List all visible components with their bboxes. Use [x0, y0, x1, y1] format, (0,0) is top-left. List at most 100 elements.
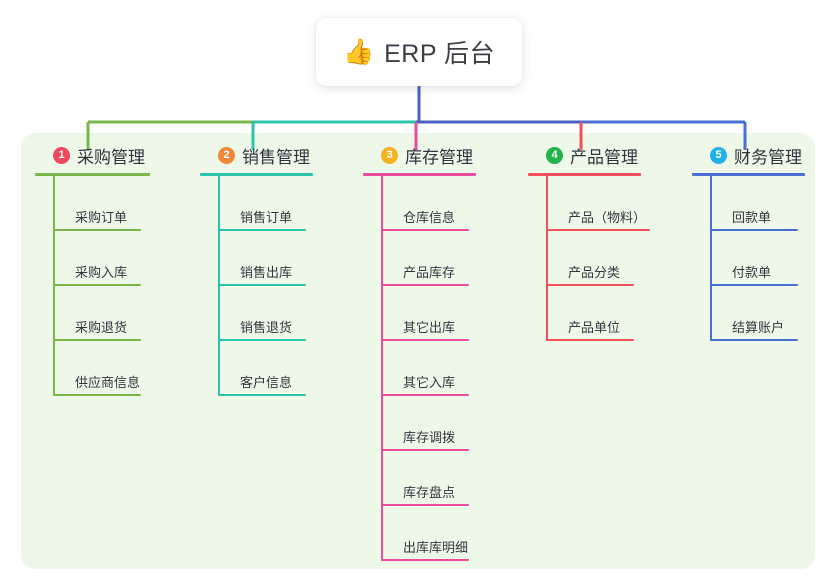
branch-item-label: 销售退货: [240, 320, 293, 335]
branch-item-rule: [546, 339, 634, 341]
branch-item-label: 客户信息: [240, 375, 293, 390]
branch-item-label: 采购入库: [75, 265, 128, 280]
branch-item[interactable]: 其它出库: [381, 286, 476, 341]
branch-spine: [218, 176, 220, 396]
branch-item-list: 产品（物料） 产品分类产品单位: [546, 176, 650, 341]
branch-item-rule: [381, 339, 469, 341]
branch-number-badge: 4: [546, 146, 563, 164]
branch-number-badge: 3: [381, 146, 398, 164]
branch-item-label: 出库库明细: [403, 540, 469, 555]
branch-column-2: 2 销售管理销售订单销售出库销售退货客户信息: [200, 143, 313, 396]
branch-item[interactable]: 库存调拨: [381, 396, 476, 451]
branch-item-rule: [218, 339, 306, 341]
branch-item[interactable]: 销售退货: [218, 286, 313, 341]
branch-header-1[interactable]: 1 采购管理: [35, 143, 150, 167]
branch-item-label: 付款单: [732, 265, 772, 280]
branch-spine: [381, 176, 383, 561]
branch-item[interactable]: 销售订单: [218, 176, 313, 231]
branch-item-rule: [710, 339, 798, 341]
branch-item-rule: [218, 284, 306, 286]
branch-item[interactable]: 结算账户: [710, 286, 805, 341]
branch-spine: [546, 176, 548, 341]
branch-item-rule: [381, 394, 469, 396]
branch-item-list: 仓库信息产品库存其它出库其它入库库存调拨库存盘点出库库明细: [381, 176, 476, 561]
branch-item-label: 其它入库: [403, 375, 456, 390]
branch-item-label: 仓库信息: [403, 210, 456, 225]
branch-header-rule: [692, 173, 805, 176]
branch-item-label: 库存盘点: [403, 485, 456, 500]
branch-item[interactable]: 采购订单: [53, 176, 150, 231]
branch-item[interactable]: 采购入库: [53, 231, 150, 286]
branch-header-3[interactable]: 3 库存管理: [363, 143, 476, 167]
branch-item[interactable]: 产品库存: [381, 231, 476, 286]
branch-item-label: 其它出库: [403, 320, 456, 335]
branch-item-rule: [710, 284, 798, 286]
branch-item-rule: [381, 504, 469, 506]
branch-item-rule: [53, 339, 141, 341]
branch-title: 采购管理: [77, 147, 145, 167]
branch-item-label: 销售订单: [240, 210, 293, 225]
branch-item-label: 采购退货: [75, 320, 128, 335]
branch-item-rule: [546, 229, 650, 231]
branch-number-badge: 2: [218, 146, 235, 164]
branch-item[interactable]: 采购退货: [53, 286, 150, 341]
branch-column-4: 4 产品管理产品（物料） 产品分类产品单位: [528, 143, 650, 341]
thumbs-up-icon: 👍: [342, 37, 375, 66]
branch-item-list: 回款单付款单结算账户: [710, 176, 805, 341]
root-node[interactable]: 👍 ERP 后台: [316, 18, 522, 86]
branch-item[interactable]: 库存盘点: [381, 451, 476, 506]
branch-title: 库存管理: [405, 147, 473, 167]
branch-item-label: 产品（物料）: [568, 210, 647, 225]
branch-item-label: 采购订单: [75, 210, 128, 225]
branch-number-badge: 1: [53, 146, 70, 164]
branch-spine: [53, 176, 55, 396]
branch-item-label: 结算账户: [732, 320, 785, 335]
branch-item-rule: [546, 284, 634, 286]
diagram-panel: [21, 133, 815, 569]
branch-item-list: 采购订单采购入库采购退货供应商信息: [53, 176, 150, 396]
branch-item[interactable]: 产品（物料）: [546, 176, 650, 231]
branch-item-rule: [218, 394, 306, 396]
branch-header-4[interactable]: 4 产品管理: [528, 143, 646, 167]
branch-item-rule: [381, 449, 469, 451]
branch-title: 财务管理: [734, 147, 802, 167]
branch-item-rule: [381, 559, 469, 561]
branch-item-label: 回款单: [732, 210, 772, 225]
branch-item[interactable]: 销售出库: [218, 231, 313, 286]
branch-item-list: 销售订单销售出库销售退货客户信息: [218, 176, 313, 396]
branch-item[interactable]: 仓库信息: [381, 176, 476, 231]
branch-item-rule: [381, 229, 469, 231]
branch-title: 产品管理: [570, 147, 638, 167]
branch-column-3: 3 库存管理仓库信息产品库存其它出库其它入库库存调拨库存盘点出库库明细: [363, 143, 476, 561]
branch-item-rule: [53, 229, 141, 231]
branch-item-label: 产品分类: [568, 265, 621, 280]
branch-item[interactable]: 其它入库: [381, 341, 476, 396]
branch-header-rule: [35, 173, 150, 176]
branch-item-rule: [381, 284, 469, 286]
branch-item-rule: [710, 229, 798, 231]
branch-header-2[interactable]: 2 销售管理: [200, 143, 313, 167]
branch-column-1: 1 采购管理采购订单采购入库采购退货供应商信息: [35, 143, 150, 396]
branch-header-rule: [363, 173, 476, 176]
branch-header-5[interactable]: 5 财务管理: [692, 143, 805, 167]
branch-item[interactable]: 供应商信息: [53, 341, 150, 396]
branch-number-badge: 5: [710, 146, 727, 164]
branch-item-label: 库存调拨: [403, 430, 456, 445]
branch-item[interactable]: 出库库明细: [381, 506, 476, 561]
branch-item[interactable]: 付款单: [710, 231, 805, 286]
branch-item[interactable]: 客户信息: [218, 341, 313, 396]
branch-item-rule: [53, 284, 141, 286]
branch-column-5: 5 财务管理回款单付款单结算账户: [692, 143, 805, 341]
branch-item[interactable]: 产品单位: [546, 286, 646, 341]
branch-item-label: 销售出库: [240, 265, 293, 280]
branch-spine: [710, 176, 712, 341]
branch-header-rule: [528, 173, 641, 176]
branch-item-rule: [53, 394, 141, 396]
branch-item-rule: [218, 229, 306, 231]
branch-item[interactable]: 产品分类: [546, 231, 646, 286]
root-title: ERP 后台: [384, 40, 496, 68]
branch-item[interactable]: 回款单: [710, 176, 805, 231]
branch-title: 销售管理: [242, 147, 310, 167]
branch-item-label: 产品库存: [403, 265, 456, 280]
